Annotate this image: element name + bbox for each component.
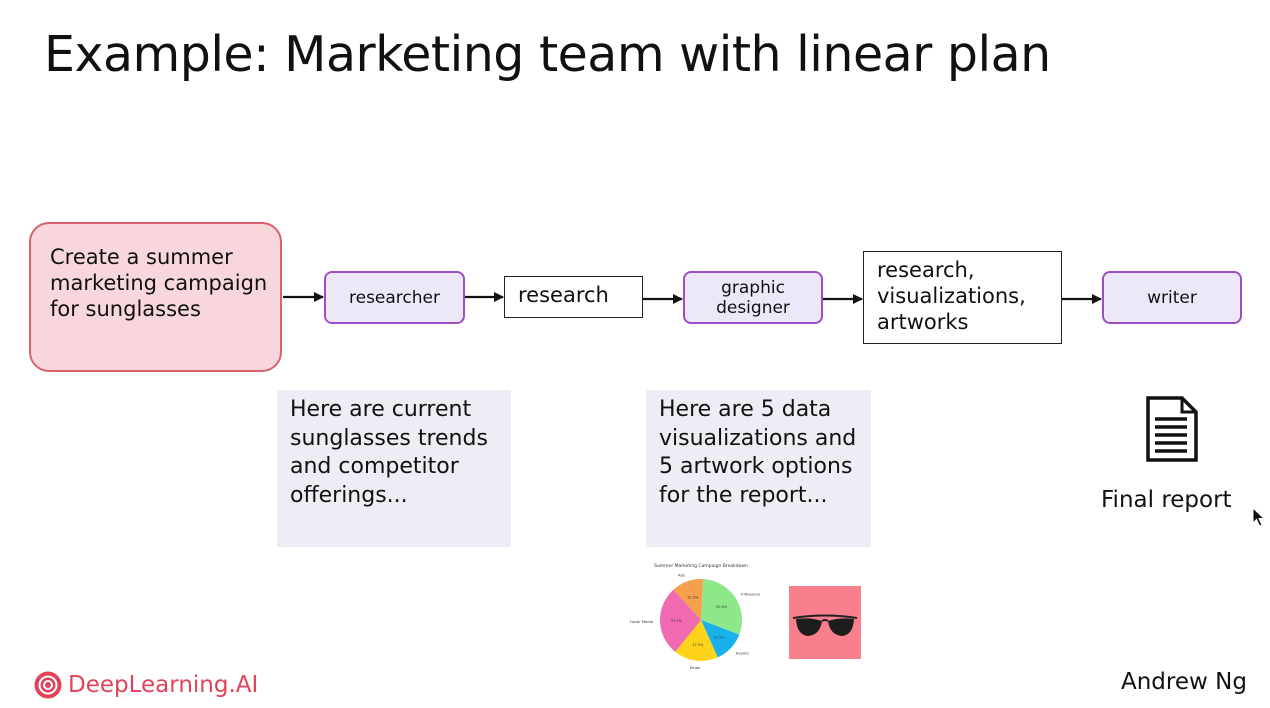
- campaign-prompt-box: Create a summer marketing campaign for s…: [29, 222, 282, 372]
- pie-slice: [673, 579, 704, 620]
- pie-slice-label: Social Media: [630, 619, 653, 624]
- pie-slice-label: Influencers: [741, 591, 760, 596]
- brand-name: DeepLearning.AI: [68, 672, 259, 698]
- graphic-designer-label-line1: graphic: [721, 277, 785, 298]
- pie-slice-label: Ads: [678, 572, 685, 577]
- researcher-agent-box: researcher: [324, 271, 465, 324]
- pie-slice: [675, 620, 718, 661]
- sunglasses-image: [789, 586, 861, 659]
- designer-output-note: Here are 5 data visualizations and 5 art…: [646, 390, 871, 547]
- combined-artifact-line1: research,: [877, 258, 975, 282]
- pie-slice-percent: 27.5%: [671, 619, 683, 623]
- pie-slice-label: Email: [690, 665, 701, 670]
- writer-agent-box: writer: [1102, 271, 1242, 324]
- pie-slice: [701, 579, 742, 635]
- combined-artifact-line3: artworks: [877, 310, 969, 334]
- deeplearning-logo: DeepLearning.AI: [33, 669, 258, 701]
- pie-slice: [701, 620, 740, 658]
- cursor-icon: [1252, 507, 1266, 527]
- researcher-output-note: Here are current sunglasses trends and c…: [277, 390, 511, 547]
- slide-title: Example: Marketing team with linear plan: [44, 26, 1051, 83]
- pie-slice: [660, 589, 701, 652]
- pie-slice-percent: 30.0%: [716, 605, 728, 609]
- pie-slices: [660, 579, 742, 661]
- author-name: Andrew Ng: [1121, 669, 1247, 695]
- pie-slice-percent: 12.5%: [687, 595, 699, 599]
- pie-chart-thumbnail: Summer Marketing Campaign Breakdown 30.0…: [630, 563, 760, 670]
- graphic-designer-label-line2: designer: [716, 297, 790, 318]
- combined-artifact-line2: visualizations,: [877, 284, 1026, 308]
- pie-thumb-title: Summer Marketing Campaign Breakdown: [654, 563, 748, 569]
- deeplearning-logo-icon: [34, 671, 62, 699]
- combined-artifact-box: research, visualizations, artworks: [863, 251, 1062, 344]
- research-artifact-box: research: [504, 276, 643, 318]
- pie-slice-percent: 17.5%: [692, 643, 704, 647]
- pie-slice-label: Events: [736, 650, 749, 655]
- pie-slice-percent: 12.5%: [713, 635, 725, 639]
- final-report-label: Final report: [1101, 487, 1232, 513]
- pie-labels: 30.0% Influencers 12.5% Events 17.5% Email 27.…: [630, 572, 760, 670]
- document-icon: [1146, 396, 1198, 462]
- graphic-designer-agent-box: graphic designer: [683, 271, 823, 324]
